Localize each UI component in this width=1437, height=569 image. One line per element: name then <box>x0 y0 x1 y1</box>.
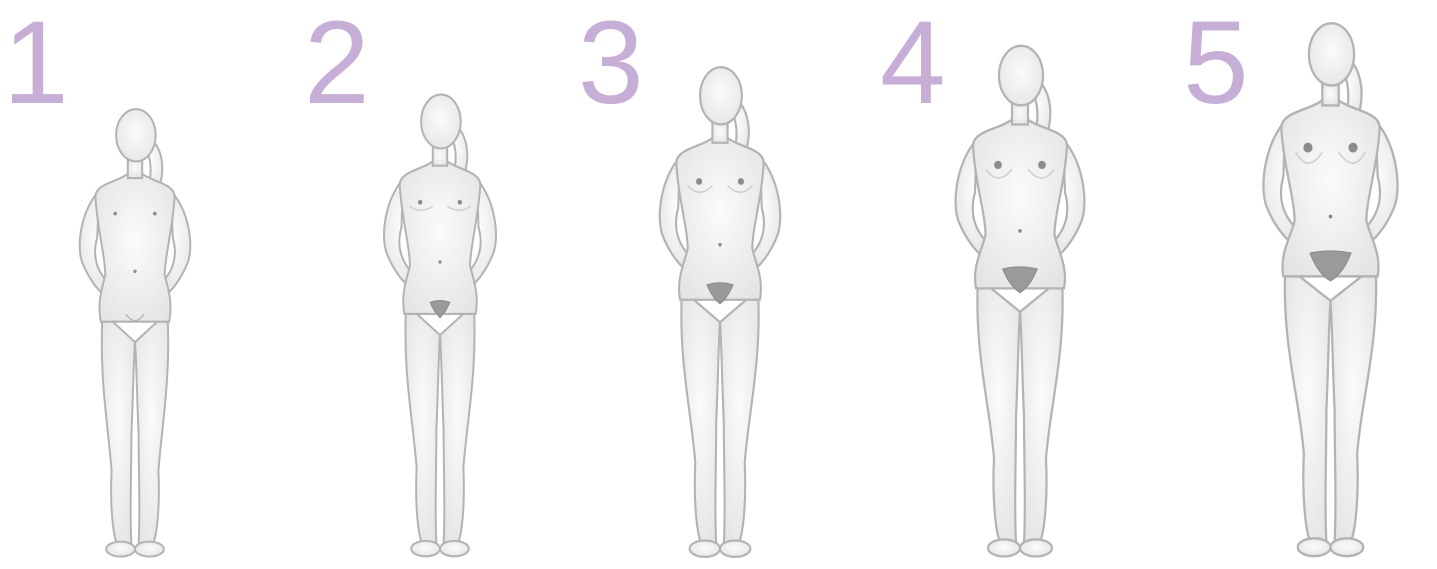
head <box>116 109 156 161</box>
right-leg <box>720 290 759 543</box>
left-foot <box>988 539 1020 556</box>
figure-stage-3 <box>625 55 815 565</box>
head <box>700 67 742 124</box>
left-foot <box>411 541 440 556</box>
head <box>421 95 461 149</box>
right-leg <box>1331 265 1377 540</box>
navel <box>1329 214 1333 218</box>
figure-stage-4 <box>920 33 1120 565</box>
left-leg <box>977 278 1020 542</box>
figure-stage-1 <box>45 98 225 564</box>
right-foot <box>440 541 469 556</box>
right-nipple <box>458 200 463 205</box>
navel <box>133 270 136 273</box>
navel <box>1018 229 1022 233</box>
left-leg <box>405 304 440 543</box>
torso <box>400 162 481 314</box>
right-nipple <box>738 178 744 185</box>
torso <box>95 174 174 321</box>
right-nipple <box>153 212 157 216</box>
left-nipple <box>418 200 423 205</box>
left-nipple <box>1303 143 1312 153</box>
right-leg <box>135 312 168 543</box>
left-leg <box>681 290 720 543</box>
figure-stage-2 <box>350 83 530 564</box>
right-foot <box>720 541 750 557</box>
torso <box>973 120 1067 288</box>
torso <box>1281 101 1379 276</box>
head <box>1309 23 1354 85</box>
left-nipple <box>994 161 1002 169</box>
right-foot <box>1331 538 1364 556</box>
pubic-hair <box>430 301 450 318</box>
figure-stage-5 <box>1228 10 1433 565</box>
right-nipple <box>1348 143 1357 153</box>
torso <box>676 139 763 300</box>
right-leg <box>440 304 475 543</box>
right-nipple <box>1038 161 1046 169</box>
left-foot <box>690 541 720 557</box>
left-leg <box>102 312 135 543</box>
head <box>999 46 1043 106</box>
navel <box>718 243 721 247</box>
left-foot <box>1298 538 1331 556</box>
right-leg <box>1020 278 1063 542</box>
left-foot <box>106 542 135 557</box>
left-nipple <box>113 212 117 216</box>
right-foot <box>135 542 164 557</box>
right-foot <box>1020 539 1052 556</box>
left-nipple <box>696 178 702 185</box>
left-leg <box>1285 265 1331 540</box>
navel <box>438 260 441 263</box>
